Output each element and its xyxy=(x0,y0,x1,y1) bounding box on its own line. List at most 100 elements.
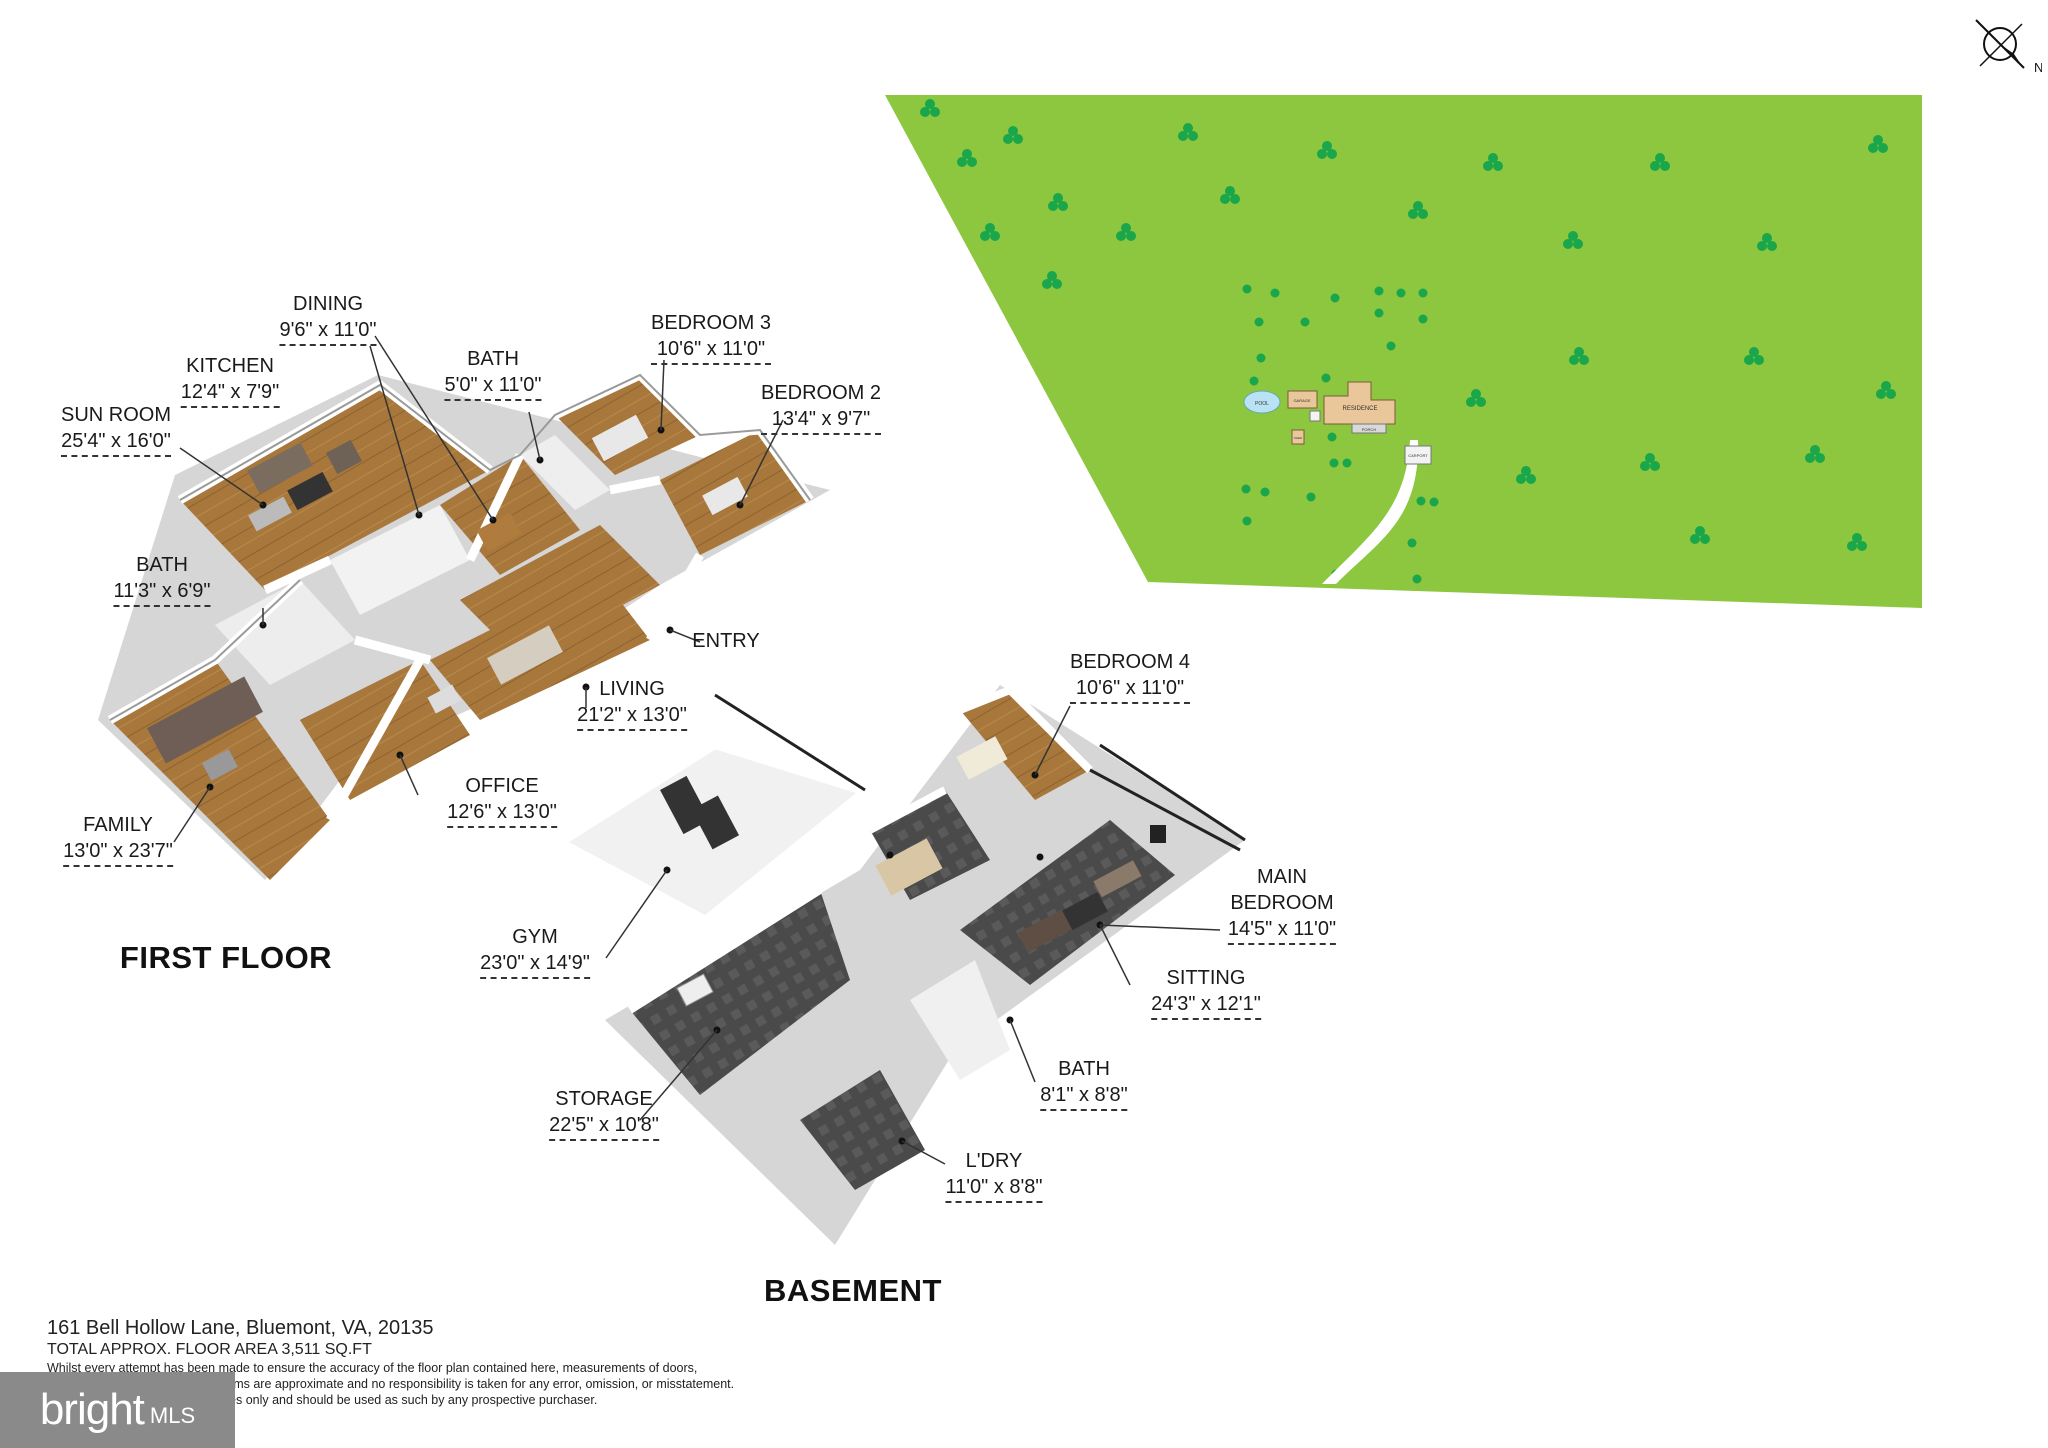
carport xyxy=(1404,445,1432,465)
room-dimension: 11'0" x 8'8" xyxy=(945,1174,1043,1203)
room-dimension: 23'0" x 14'9" xyxy=(480,950,590,979)
tree-icon xyxy=(1640,461,1650,471)
tree-icon xyxy=(1767,241,1777,251)
tree-icon xyxy=(1516,474,1526,484)
tree-icon xyxy=(1847,541,1857,551)
tree-icon xyxy=(1329,458,1339,468)
tree-icon xyxy=(1418,209,1428,219)
tree-icon xyxy=(957,157,967,167)
label-sitting: SITTING 24'3" x 12'1" xyxy=(1151,965,1261,1020)
tree-icon xyxy=(1374,308,1384,318)
room-name: FAMILY xyxy=(83,814,153,836)
tree-icon xyxy=(1052,279,1062,289)
tree-icon xyxy=(920,107,930,117)
tree-icon xyxy=(1003,134,1013,144)
tree-icon xyxy=(1876,389,1886,399)
tree-icon xyxy=(1270,288,1280,298)
ottoman xyxy=(248,496,292,532)
dining-table xyxy=(476,512,522,552)
family-sectional xyxy=(147,676,263,764)
room-name-2: BEDROOM xyxy=(1230,892,1334,914)
sofa xyxy=(247,442,313,494)
porch xyxy=(1351,423,1387,434)
tree-icon xyxy=(1249,376,1259,386)
tree-icon xyxy=(1306,492,1316,502)
tree-icon xyxy=(1650,161,1660,171)
room-dimension: 25'4" x 16'0" xyxy=(61,428,171,457)
tree-icon xyxy=(1471,389,1481,399)
tree-icon xyxy=(1396,288,1406,298)
compass-icon: N xyxy=(1975,19,2042,75)
site-label-porch: PORCH xyxy=(1362,427,1377,432)
room-dimension: 8'1" x 8'8" xyxy=(1040,1082,1128,1111)
tree-icon xyxy=(1466,397,1476,407)
room-dimension: 21'2" x 13'0" xyxy=(577,702,687,731)
sitting-table xyxy=(1062,891,1108,931)
tree-icon xyxy=(1047,271,1057,281)
tree-icon xyxy=(1116,231,1126,241)
label-gym: GYM 23'0" x 14'9" xyxy=(480,924,590,979)
trees xyxy=(920,99,1896,584)
room-name: GYM xyxy=(512,926,558,948)
office-desk xyxy=(427,684,461,714)
tree-icon xyxy=(1645,453,1655,463)
tree-icon xyxy=(1579,355,1589,365)
tree-icon xyxy=(1762,233,1772,243)
room-dimension: 5'0" x 11'0" xyxy=(444,372,542,401)
tree-icon xyxy=(962,149,972,159)
room-name: STORAGE xyxy=(555,1088,653,1110)
watermark-brand: bright xyxy=(39,1385,145,1434)
tree-icon xyxy=(1574,347,1584,357)
bath2-floor xyxy=(215,580,355,685)
tree-icon xyxy=(1260,487,1270,497)
tree-icon xyxy=(1815,453,1825,463)
kitchen-floor xyxy=(330,505,470,615)
tree-icon xyxy=(1412,574,1422,584)
laundry-floor xyxy=(800,1070,925,1190)
family-ottoman xyxy=(202,749,238,781)
gym-machine-2 xyxy=(691,795,740,850)
tree-icon xyxy=(1526,474,1536,484)
site-label-carport: CARPORT xyxy=(1408,453,1428,458)
tree-icon xyxy=(1660,161,1670,171)
label-bath-3: BATH 8'1" x 8'8" xyxy=(1040,1056,1128,1111)
tree-icon xyxy=(1573,239,1583,249)
tree-icon xyxy=(1242,516,1252,526)
tree-icon xyxy=(1322,141,1332,151)
tree-icon xyxy=(985,223,995,233)
tree-icon xyxy=(1493,161,1503,171)
main-bed xyxy=(875,838,943,896)
tree-icon xyxy=(1757,241,1767,251)
living-sofa xyxy=(487,625,563,685)
room-name: BATH xyxy=(1058,1058,1110,1080)
room-dimension: 12'6" x 13'0" xyxy=(447,799,557,828)
room-dimension: 10'6" x 11'0" xyxy=(650,336,772,365)
label-main-bedroom: MAIN BEDROOM 14'5" x 11'0" xyxy=(1227,864,1337,945)
tree-icon xyxy=(1476,397,1486,407)
label-bedroom-2: BEDROOM 2 13'4" x 9'7" xyxy=(760,380,882,435)
bright-mls-watermark: bright MLS xyxy=(0,1372,235,1448)
tree-icon xyxy=(1321,373,1331,383)
sunroom-floor xyxy=(180,385,490,590)
tree-icon xyxy=(1690,534,1700,544)
bed-4 xyxy=(956,736,1008,780)
first-floor-plan xyxy=(98,335,830,880)
tree-icon xyxy=(1374,286,1384,296)
coffee-table xyxy=(287,471,333,511)
tree-icon xyxy=(1563,239,1573,249)
tree-icon xyxy=(1886,389,1896,399)
bath3-floor xyxy=(910,960,1010,1080)
room-name: BATH xyxy=(467,348,519,370)
residence xyxy=(1323,381,1396,425)
room-name: KITCHEN xyxy=(186,355,274,377)
tree-icon xyxy=(1857,541,1867,551)
tree-icon xyxy=(1429,497,1439,507)
room-dimension: 13'4" x 9'7" xyxy=(760,406,882,435)
driveway xyxy=(1322,440,1419,584)
tree-icon xyxy=(967,157,977,167)
garage xyxy=(1287,390,1318,409)
label-living: LIVING 21'2" x 13'0" xyxy=(577,676,687,731)
tree-icon xyxy=(1330,293,1340,303)
label-sunroom: SUN ROOM 25'4" x 16'0" xyxy=(61,402,171,457)
room-name: BEDROOM 4 xyxy=(1069,651,1191,673)
